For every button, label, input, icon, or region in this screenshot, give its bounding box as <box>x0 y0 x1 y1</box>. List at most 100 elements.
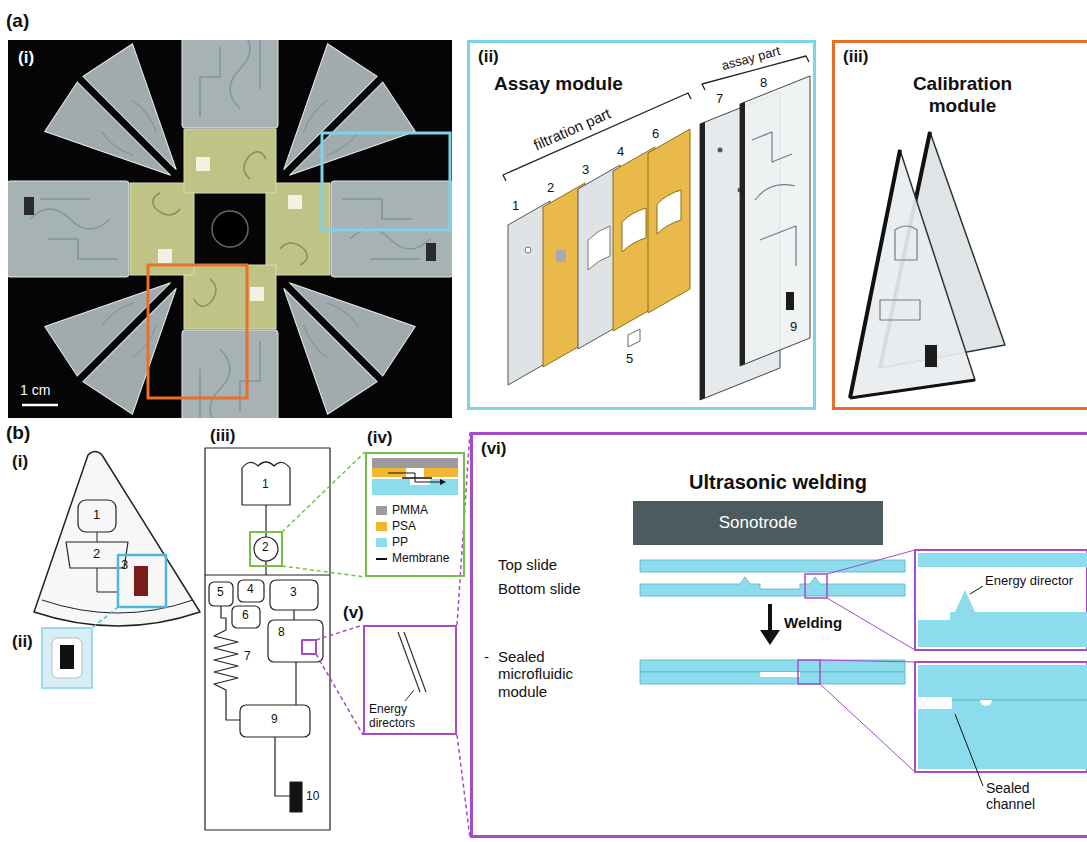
legend-line-sample <box>376 558 387 560</box>
part-label: Top slide <box>498 556 557 573</box>
welding-illustration-part <box>805 574 827 598</box>
exploded-layers-part <box>700 122 705 400</box>
chamber-number: 2 <box>93 547 100 562</box>
exploded-layers-part <box>556 250 566 262</box>
disc-photo-part-part-part <box>36 242 217 418</box>
chip-layout-part <box>214 630 238 712</box>
exploded-layers-part <box>740 102 745 366</box>
chip-layout-part <box>205 574 330 575</box>
welding-illustration-part <box>640 577 905 596</box>
welding-illustration <box>640 550 1087 786</box>
legend-swatch <box>376 506 387 515</box>
group-label: assay part <box>720 44 782 74</box>
chamber-number: 9 <box>271 713 278 727</box>
chip-layout-part <box>221 606 226 630</box>
exploded-layers-part <box>752 132 796 266</box>
callout-number: 1 <box>512 199 519 214</box>
chip-layout-part <box>242 462 290 505</box>
chamber-number: 2 <box>262 541 269 555</box>
calibration-wedges-part <box>850 150 975 398</box>
cone-module-layout-part <box>60 645 74 669</box>
chip-layout-part <box>316 654 363 735</box>
layer-cross-section <box>372 458 458 495</box>
welding-illustration-part <box>760 672 800 677</box>
layer-cross-section-part <box>402 477 432 479</box>
exploded-layers-part <box>588 226 610 270</box>
chip-layout-part <box>295 662 296 705</box>
chip-layout-part <box>316 625 363 640</box>
welding-illustration-part <box>640 560 905 572</box>
welding-illustration-part <box>820 660 915 662</box>
chip-layout-part <box>209 582 233 606</box>
legend-swatch <box>376 522 387 531</box>
disc-photo-part-part-part <box>212 211 248 247</box>
chamber-number: 6 <box>242 609 249 623</box>
chamber-number: 10 <box>306 790 319 804</box>
legend-text: PMMA <box>392 504 428 518</box>
cone-module-layout-part <box>52 638 82 678</box>
calibration-wedges-part <box>925 345 937 367</box>
welding-illustration-part <box>915 662 1087 772</box>
calibration-wedges-part <box>880 226 920 320</box>
layer-cross-section-part <box>388 473 440 482</box>
cone-module-layout-part <box>34 452 200 627</box>
energy-director-lines <box>398 632 426 701</box>
callout-number: 2 <box>547 181 554 196</box>
energy-director-detail-box: (v)Energy directors <box>363 625 457 735</box>
layer-cross-section-part <box>372 458 458 468</box>
callout-number: 6 <box>652 127 659 142</box>
panel-number: (iii) <box>210 426 236 446</box>
disc-photo-part-part-part <box>243 242 424 418</box>
cone-module-layout <box>34 452 200 689</box>
callout-number: 5 <box>626 352 633 367</box>
panel-title: Assay module <box>494 73 623 95</box>
disc-photo-part <box>22 404 58 407</box>
panel-title: Ultrasonic welding <box>473 471 1083 494</box>
legend-text: Membrane <box>392 552 449 566</box>
layer-cross-section-part <box>440 479 446 485</box>
panel-number: (iv) <box>367 428 393 448</box>
figure-letter: (a) <box>6 10 29 32</box>
chamber-number: 8 <box>278 626 285 640</box>
panel-title: Calibration module <box>885 73 1040 117</box>
legend-text: PP <box>392 536 408 550</box>
cone-module-layout-part <box>118 555 166 607</box>
welding-illustration-part <box>918 700 1087 769</box>
panel-number: (v) <box>343 603 364 623</box>
chip-layout-part <box>205 448 330 830</box>
panel-number: (i) <box>18 48 34 68</box>
group-label: filtration part <box>531 104 613 153</box>
welding-illustration-part <box>640 672 905 684</box>
exploded-layers-part <box>622 208 646 252</box>
chip-layout-part <box>240 705 310 737</box>
chip-layout-part <box>302 640 316 654</box>
part-label: Bottom slide <box>498 580 581 597</box>
exploded-layers-part <box>657 190 681 234</box>
energy-director-lines-part <box>404 632 426 692</box>
chamber-number: 7 <box>244 650 251 664</box>
exploded-layers-part <box>628 329 640 347</box>
welding-illustration-part <box>915 550 1087 650</box>
disc-photo-part-part-part <box>243 40 424 216</box>
welding-illustration-part <box>918 697 952 709</box>
chip-layout-part <box>282 452 365 532</box>
legend-text: PSA <box>392 520 416 534</box>
welding-illustration-part <box>970 586 983 594</box>
welding-illustration-part <box>827 550 915 574</box>
chip-layout-part <box>254 537 278 561</box>
calibration-module-panel: (iii)Calibration module <box>832 40 1087 410</box>
callout-number: 4 <box>617 145 624 160</box>
cone-module-layout-part <box>97 532 98 542</box>
exploded-layers-part <box>718 148 723 153</box>
chamber-number: 5 <box>217 586 224 600</box>
welding-illustration-part <box>798 660 820 684</box>
exploded-layers-part <box>786 292 794 310</box>
ultrasonic-welding-panel: (vi)Ultrasonic weldingSonotrode <box>470 432 1087 838</box>
legend-row: PSA <box>376 520 416 534</box>
cone-module-layout-part <box>97 568 118 592</box>
part-label: Energy director <box>985 574 1080 589</box>
energy-director-lines-part <box>405 690 414 701</box>
legend-swatch <box>376 538 387 547</box>
